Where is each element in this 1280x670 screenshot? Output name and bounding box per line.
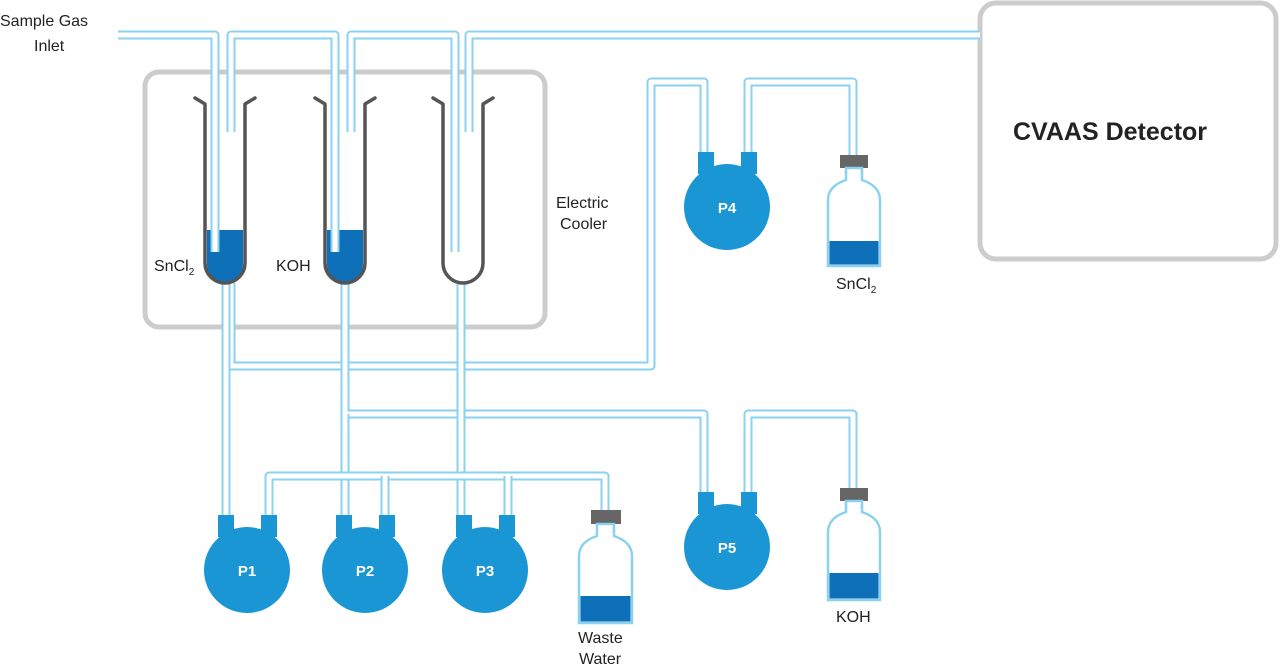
pump-port-left (218, 515, 234, 537)
pump-port-right (379, 515, 395, 537)
pump-p3: P3 (442, 515, 528, 613)
bottle-sncl2-label: SnCl2 (836, 276, 877, 296)
pump-label: P4 (718, 200, 737, 217)
pump-port-right (499, 515, 515, 537)
trap2-glass (313, 96, 377, 285)
bottle-waste (577, 510, 634, 625)
pump-body (684, 504, 770, 590)
bottle-sncl2-label-main: SnCl (836, 276, 871, 293)
cvaas-detector-box (977, 0, 1279, 262)
inlet-label-line1: Sample Gas (0, 13, 88, 30)
pump-port-left (456, 515, 472, 537)
trap1-glass (193, 96, 257, 285)
pump-p2: P2 (322, 515, 408, 613)
trap1-label-sub: 2 (189, 267, 195, 278)
bottle-koh-label: KOH (836, 609, 871, 626)
tube-p1-waste (264, 471, 610, 535)
pump-port-left (698, 152, 714, 174)
pump-p4: P4 (684, 152, 770, 250)
tubing-network (118, 30, 980, 578)
trap1-label-main: SnCl (154, 258, 189, 275)
cooler-label-line2: Cooler (560, 216, 608, 233)
bottle-koh (826, 488, 882, 602)
pump-label: P5 (718, 540, 736, 557)
trap1-label: SnCl2 (154, 258, 195, 278)
pump-port-right (261, 515, 277, 537)
pump-body (684, 164, 770, 250)
waste-label-line1: Waste (578, 630, 623, 647)
pump-body (322, 527, 408, 613)
pump-label: P1 (238, 563, 256, 580)
bottle-sncl2 (826, 155, 882, 268)
waste-label-line2: Water (579, 651, 622, 668)
inlet-label-line2: Inlet (34, 38, 65, 55)
bottle-sncl2-liquid (829, 241, 879, 265)
bottle-sncl2-cap (840, 155, 868, 168)
pump-body (442, 527, 528, 613)
pump-p5: P5 (684, 492, 770, 590)
pump-label: P3 (476, 563, 494, 580)
trap2-label: KOH (276, 258, 311, 275)
trap3-glass (431, 96, 495, 285)
pump-port-right (741, 492, 757, 514)
pump-body (204, 527, 290, 613)
pump-p1: P1 (204, 515, 290, 613)
pump-port-right (741, 152, 757, 174)
bottle-waste-liquid (580, 596, 631, 622)
pump-label: P2 (356, 563, 374, 580)
bottle-koh-liquid (829, 573, 879, 599)
cooler-label-line1: Electric (556, 195, 608, 212)
bottle-waste-cap (591, 510, 621, 524)
pump-port-left (698, 492, 714, 514)
bottle-koh-cap (840, 488, 868, 501)
tube-inlet (118, 30, 220, 252)
bottle-sncl2-label-sub: 2 (871, 285, 877, 296)
detector-label: CVAAS Detector (1013, 118, 1207, 146)
pump-port-left (336, 515, 352, 537)
